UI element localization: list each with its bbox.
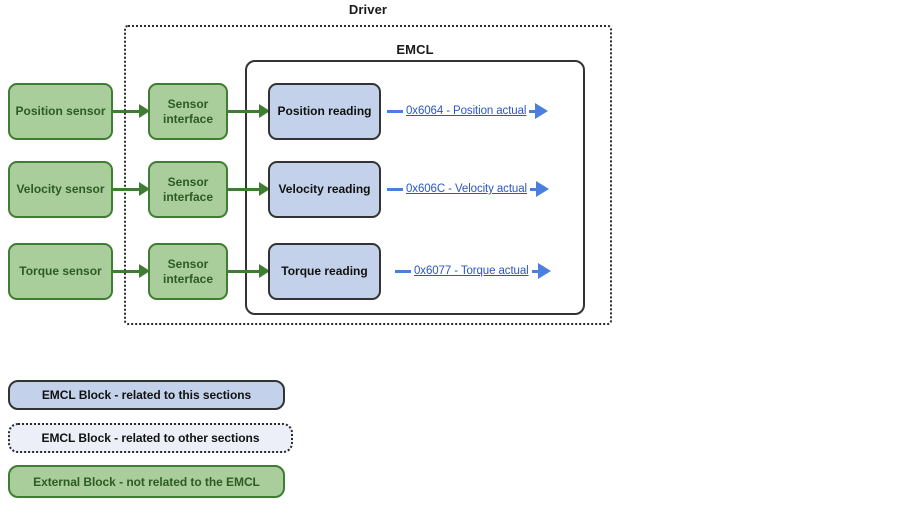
arrow-line [228,188,259,191]
node-torque-sensor-interface[interactable]: Sensor interface [148,243,228,300]
emcl-container-title: EMCL [396,42,434,57]
legend-item-external-block: External Block - not related to the EMCL [8,465,285,498]
node-velocity-sensor[interactable]: Velocity sensor [8,161,113,218]
arrow-torque-interface-to-reading [228,264,270,278]
link-line-right [529,187,536,191]
link-line-right [531,269,538,273]
node-velocity-sensor-interface[interactable]: Sensor interface [148,161,228,218]
arrow-velocity-interface-to-reading [228,182,270,196]
arrow-head [259,264,270,278]
object-link-label[interactable]: 0x6064 - Position actual [406,105,527,117]
arrow-head-icon [535,181,549,197]
arrow-head [259,104,270,118]
arrow-line [113,110,139,113]
arrow-line [228,270,259,273]
node-velocity-reading[interactable]: Velocity reading [268,161,381,218]
object-link-velocity-actual[interactable]: 0x606C - Velocity actual [387,181,549,197]
link-line-left [387,109,403,113]
node-position-sensor-interface[interactable]: Sensor interface [148,83,228,140]
object-link-torque-actual[interactable]: 0x6077 - Torque actual [395,263,551,279]
arrow-position-sensor-to-interface [113,104,150,118]
arrow-line [113,270,139,273]
driver-container [124,25,612,325]
arrow-velocity-sensor-to-interface [113,182,150,196]
object-link-position-actual[interactable]: 0x6064 - Position actual [387,103,549,119]
arrow-head [139,104,150,118]
link-line-left [395,269,411,273]
arrow-head [259,182,270,196]
driver-container-title: Driver [348,2,388,17]
node-torque-sensor[interactable]: Torque sensor [8,243,113,300]
legend-item-emcl-this-section: EMCL Block - related to this sections [8,380,285,410]
node-position-reading[interactable]: Position reading [268,83,381,140]
arrow-line [228,110,259,113]
arrow-line [113,188,139,191]
node-position-sensor[interactable]: Position sensor [8,83,113,140]
arrow-head [139,264,150,278]
arrow-head-icon [537,263,551,279]
arrow-torque-sensor-to-interface [113,264,150,278]
arrow-head-icon [535,103,549,119]
emcl-container [245,60,585,315]
node-torque-reading[interactable]: Torque reading [268,243,381,300]
object-link-label[interactable]: 0x606C - Velocity actual [406,183,527,195]
arrow-head [139,182,150,196]
legend-item-emcl-other-sections: EMCL Block - related to other sections [8,423,293,453]
object-link-label[interactable]: 0x6077 - Torque actual [414,265,529,277]
link-line-left [387,187,403,191]
arrow-position-interface-to-reading [228,104,270,118]
link-line-right [529,109,536,113]
